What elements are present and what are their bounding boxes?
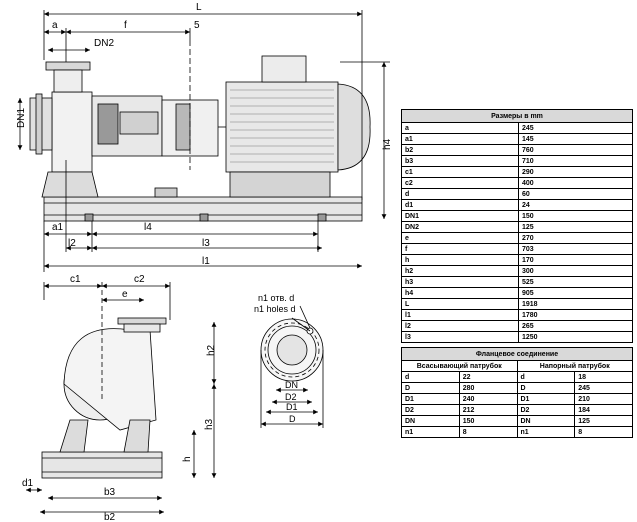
label-flange-DN: DN	[285, 380, 298, 390]
flange-labels: n1 отв. d n1 holes d DN D2 D1 D	[254, 293, 298, 424]
discharge-header: Напорный патрубок	[516, 360, 633, 372]
dimensions-table-title: Размеры в mm	[401, 109, 633, 123]
label-DN2: DN2	[94, 38, 114, 49]
front-view-labels: c1 c2 e h2 h3 h d1 b3 b2	[22, 274, 217, 522]
label-h3: h3	[204, 418, 215, 430]
label-h2: h2	[206, 344, 217, 356]
label-b3: b3	[104, 487, 116, 498]
label-f: f	[124, 20, 127, 31]
label-l4: l4	[144, 222, 152, 233]
label-h: h	[182, 456, 193, 462]
label-5: 5	[194, 20, 200, 31]
terminal-box	[261, 55, 307, 83]
flange-view	[260, 305, 324, 428]
label-l1: l1	[202, 256, 210, 267]
side-view	[17, 10, 390, 272]
label-a: a	[52, 20, 58, 31]
label-DN1: DN1	[16, 108, 27, 128]
label-b2: b2	[104, 512, 116, 522]
label-flange-D2: D2	[285, 392, 297, 402]
suction-header: Всасывающий патрубок	[401, 360, 518, 372]
flange-table-title: Фланцевое соединение	[401, 347, 633, 361]
label-h4: h4	[382, 138, 393, 150]
front-view	[26, 282, 217, 515]
motor-body	[225, 81, 339, 173]
label-L: L	[196, 2, 202, 13]
pump-casing	[51, 91, 93, 173]
label-l2: l2	[68, 238, 76, 249]
front-base	[41, 451, 163, 479]
label-a1: a1	[52, 222, 64, 233]
label-l3: l3	[202, 238, 210, 249]
side-view-labels: L a f 5 DN2 DN1 h4 a1 l4 l2 l3 l1	[16, 2, 393, 267]
label-flange-D1: D1	[286, 402, 298, 412]
label-flange-D: D	[289, 414, 296, 424]
label-holes-ru: n1 отв. d	[258, 293, 294, 303]
flange-table: Фланцевое соединение Всасывающий патрубо…	[401, 347, 633, 438]
label-c2: c2	[134, 274, 145, 285]
label-c1: c1	[70, 274, 81, 285]
label-d1: d1	[22, 478, 34, 489]
label-e: e	[122, 289, 128, 300]
label-holes-en: n1 holes d	[254, 304, 296, 314]
